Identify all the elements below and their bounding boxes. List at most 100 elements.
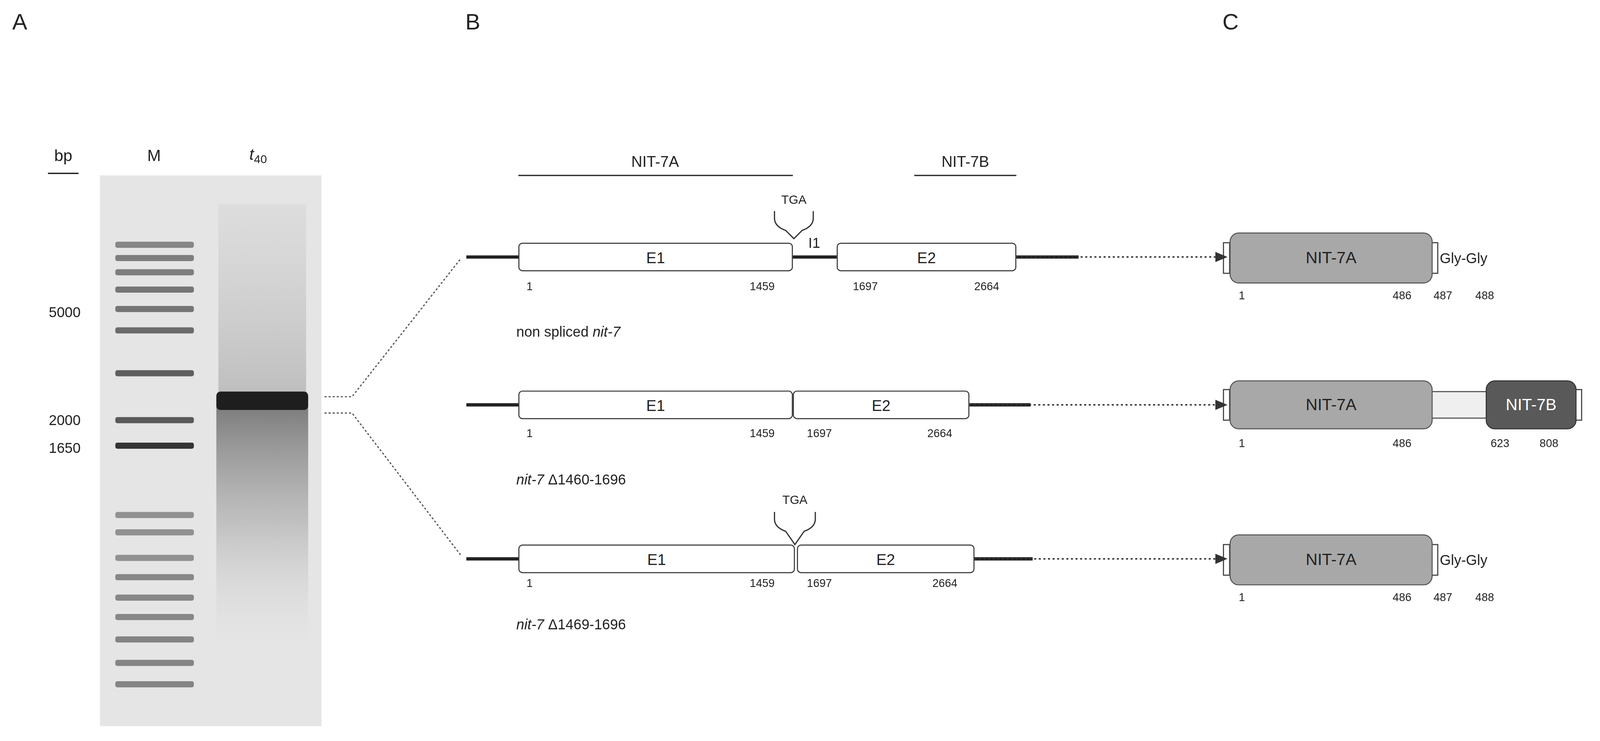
stop-codon-bracket bbox=[774, 211, 814, 239]
sample-lane-streak bbox=[218, 203, 307, 393]
ladder-band bbox=[115, 306, 194, 313]
protein-domain: NIT-7A bbox=[1229, 534, 1433, 586]
position-number: 1697 bbox=[807, 428, 832, 440]
exon-box: E2 bbox=[797, 544, 975, 574]
leader-line bbox=[324, 413, 462, 557]
ladder-band bbox=[115, 417, 194, 424]
codon-label: TGA bbox=[781, 193, 807, 207]
region-name: NIT-7B bbox=[941, 153, 990, 170]
protein-domain: NIT-7B bbox=[1485, 380, 1577, 430]
figure-part: nit-7 bbox=[516, 616, 545, 633]
figure-part: nit-7 bbox=[592, 323, 621, 340]
ladder-band bbox=[115, 255, 194, 262]
exon-box: E1 bbox=[518, 242, 793, 272]
position-number: 2664 bbox=[974, 281, 999, 293]
residue-label: Gly-Gly bbox=[1439, 250, 1488, 266]
figure-part: 40 bbox=[253, 152, 267, 165]
ladder-band bbox=[115, 241, 194, 248]
figure-part bbox=[1223, 242, 1230, 274]
expression-arrow bbox=[969, 404, 1227, 406]
node-label: NIT-7B bbox=[1505, 397, 1557, 414]
panel-letter: A bbox=[12, 11, 27, 34]
node-label: E1 bbox=[646, 397, 666, 413]
figure-part bbox=[466, 255, 519, 259]
position-number: 486 bbox=[1392, 592, 1412, 604]
ladder-band bbox=[115, 554, 194, 562]
ladder-band bbox=[115, 370, 194, 377]
position-number: 1 bbox=[1238, 592, 1245, 604]
region-name: NIT-7A bbox=[631, 153, 680, 170]
position-number: 1459 bbox=[749, 281, 775, 293]
position-number: 1697 bbox=[807, 578, 832, 590]
construct-name: nit-7 Δ1460-1696 bbox=[516, 472, 626, 487]
leader-line bbox=[324, 258, 462, 398]
figure-part bbox=[1223, 544, 1230, 576]
ladder-band bbox=[115, 681, 194, 688]
position-number: 2664 bbox=[932, 578, 958, 590]
figure-part bbox=[792, 255, 837, 259]
sample-smear bbox=[216, 406, 309, 662]
figure-part bbox=[466, 557, 519, 561]
intron-label: I1 bbox=[808, 235, 821, 250]
position-number: 486 bbox=[1392, 290, 1412, 302]
position-number: 487 bbox=[1433, 290, 1453, 302]
sample-band bbox=[216, 391, 309, 410]
figure-part: t bbox=[249, 145, 254, 163]
position-number: 1697 bbox=[852, 281, 878, 293]
position-number: 488 bbox=[1475, 592, 1495, 604]
position-number: 1 bbox=[526, 281, 533, 293]
panel-letter: B bbox=[465, 11, 481, 34]
stop-codon-bracket bbox=[774, 512, 816, 545]
lane-label: t40 bbox=[249, 146, 267, 167]
position-number: 1 bbox=[526, 428, 533, 440]
ladder-band bbox=[115, 574, 194, 581]
size-marker: 1650 bbox=[49, 440, 81, 455]
position-number: 486 bbox=[1392, 438, 1412, 450]
position-number: 1 bbox=[1238, 290, 1245, 302]
node-label: NIT-7A bbox=[1305, 250, 1357, 267]
gene-line bbox=[466, 257, 1079, 560]
figure-part: nit-7 bbox=[516, 471, 545, 488]
protein-domain: NIT-7A bbox=[1229, 380, 1433, 430]
exon-box: E1 bbox=[518, 390, 793, 420]
size-marker: 2000 bbox=[49, 413, 81, 428]
position-number: 488 bbox=[1475, 290, 1495, 302]
axis-header: bp bbox=[53, 147, 73, 165]
expression-arrow bbox=[974, 558, 1227, 560]
gel-image bbox=[100, 175, 322, 727]
exon-box: E1 bbox=[518, 544, 796, 574]
codon-label: TGA bbox=[782, 493, 808, 506]
position-number: 1459 bbox=[749, 578, 775, 590]
region-bar bbox=[914, 174, 1017, 177]
region-bar bbox=[518, 174, 793, 177]
linker-region bbox=[1426, 391, 1492, 419]
figure-part bbox=[974, 557, 1033, 561]
position-number: 1 bbox=[1238, 438, 1245, 450]
position-number: 808 bbox=[1539, 438, 1559, 450]
position-number: 1459 bbox=[749, 428, 775, 440]
construct-name: nit-7 Δ1469-1696 bbox=[516, 617, 626, 632]
ladder-band bbox=[115, 660, 194, 667]
node-label: E2 bbox=[876, 551, 896, 567]
position-number: 487 bbox=[1433, 592, 1453, 604]
node-label: E2 bbox=[871, 397, 891, 413]
ladder-band bbox=[115, 614, 194, 621]
figure-part bbox=[969, 403, 1031, 407]
ladder-band bbox=[115, 594, 194, 602]
ladder-band bbox=[115, 286, 194, 293]
ladder-band bbox=[115, 442, 194, 450]
position-number: 2664 bbox=[927, 428, 953, 440]
residue-label: Gly-Gly bbox=[1439, 552, 1488, 567]
protein-domain: NIT-7A bbox=[1229, 232, 1433, 284]
expression-arrow bbox=[1016, 256, 1227, 258]
node-label: NIT-7A bbox=[1305, 552, 1357, 569]
ladder-band bbox=[115, 636, 194, 643]
exon-box: E2 bbox=[792, 390, 970, 420]
node-label: E1 bbox=[647, 551, 666, 567]
node-label: NIT-7A bbox=[1305, 397, 1357, 414]
figure-part bbox=[466, 403, 519, 407]
position-number: 1 bbox=[526, 578, 533, 590]
